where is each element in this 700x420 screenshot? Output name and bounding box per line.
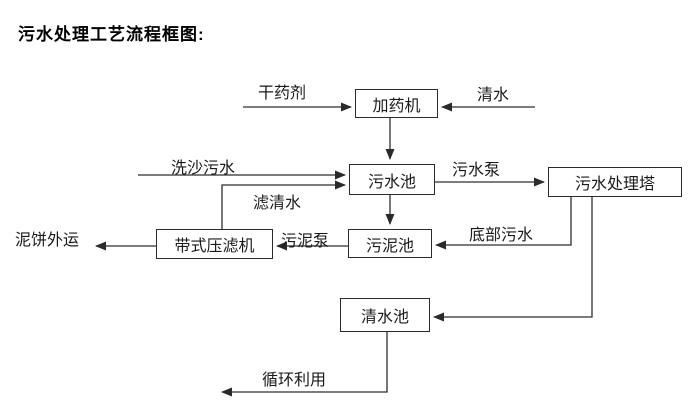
- edge-label-clean-water: 清水: [477, 87, 510, 104]
- edge-label-sand-washing-sewage: 洗沙污水: [171, 160, 236, 177]
- edge-label-recycling: 循环利用: [262, 372, 327, 389]
- node-sludge-pool: 污泥池: [348, 229, 432, 258]
- edge-label-mud-cake-outbound: 泥饼外运: [15, 232, 80, 249]
- node-sewage-pool: 污水池: [349, 164, 435, 195]
- node-belt-filter-press: 带式压滤机: [156, 229, 273, 259]
- edge-label-sludge-pump: 污泥泵: [281, 233, 330, 250]
- page-title: 污水处理工艺流程框图:: [18, 25, 205, 44]
- edge-label-filtered-water: 滤清水: [253, 195, 302, 212]
- arrow-tower-to-clean-water-pool: [433, 197, 593, 322]
- node-dosing-machine: 加药机: [355, 89, 438, 118]
- edge-label-dry-chemical: 干药剂: [258, 85, 307, 102]
- node-clean-water-pool: 清水池: [340, 298, 430, 332]
- arrow-filtered-water-to-sewage-pool: [221, 180, 346, 229]
- arrow-bottom-sewage-to-sludge-pool: [435, 197, 572, 250]
- node-treatment-tower: 污水处理塔: [548, 167, 682, 197]
- edge-label-bottom-sewage: 底部污水: [469, 227, 534, 244]
- arrow-recycling-out: [221, 332, 388, 397]
- edge-label-sewage-pump: 污水泵: [452, 162, 501, 179]
